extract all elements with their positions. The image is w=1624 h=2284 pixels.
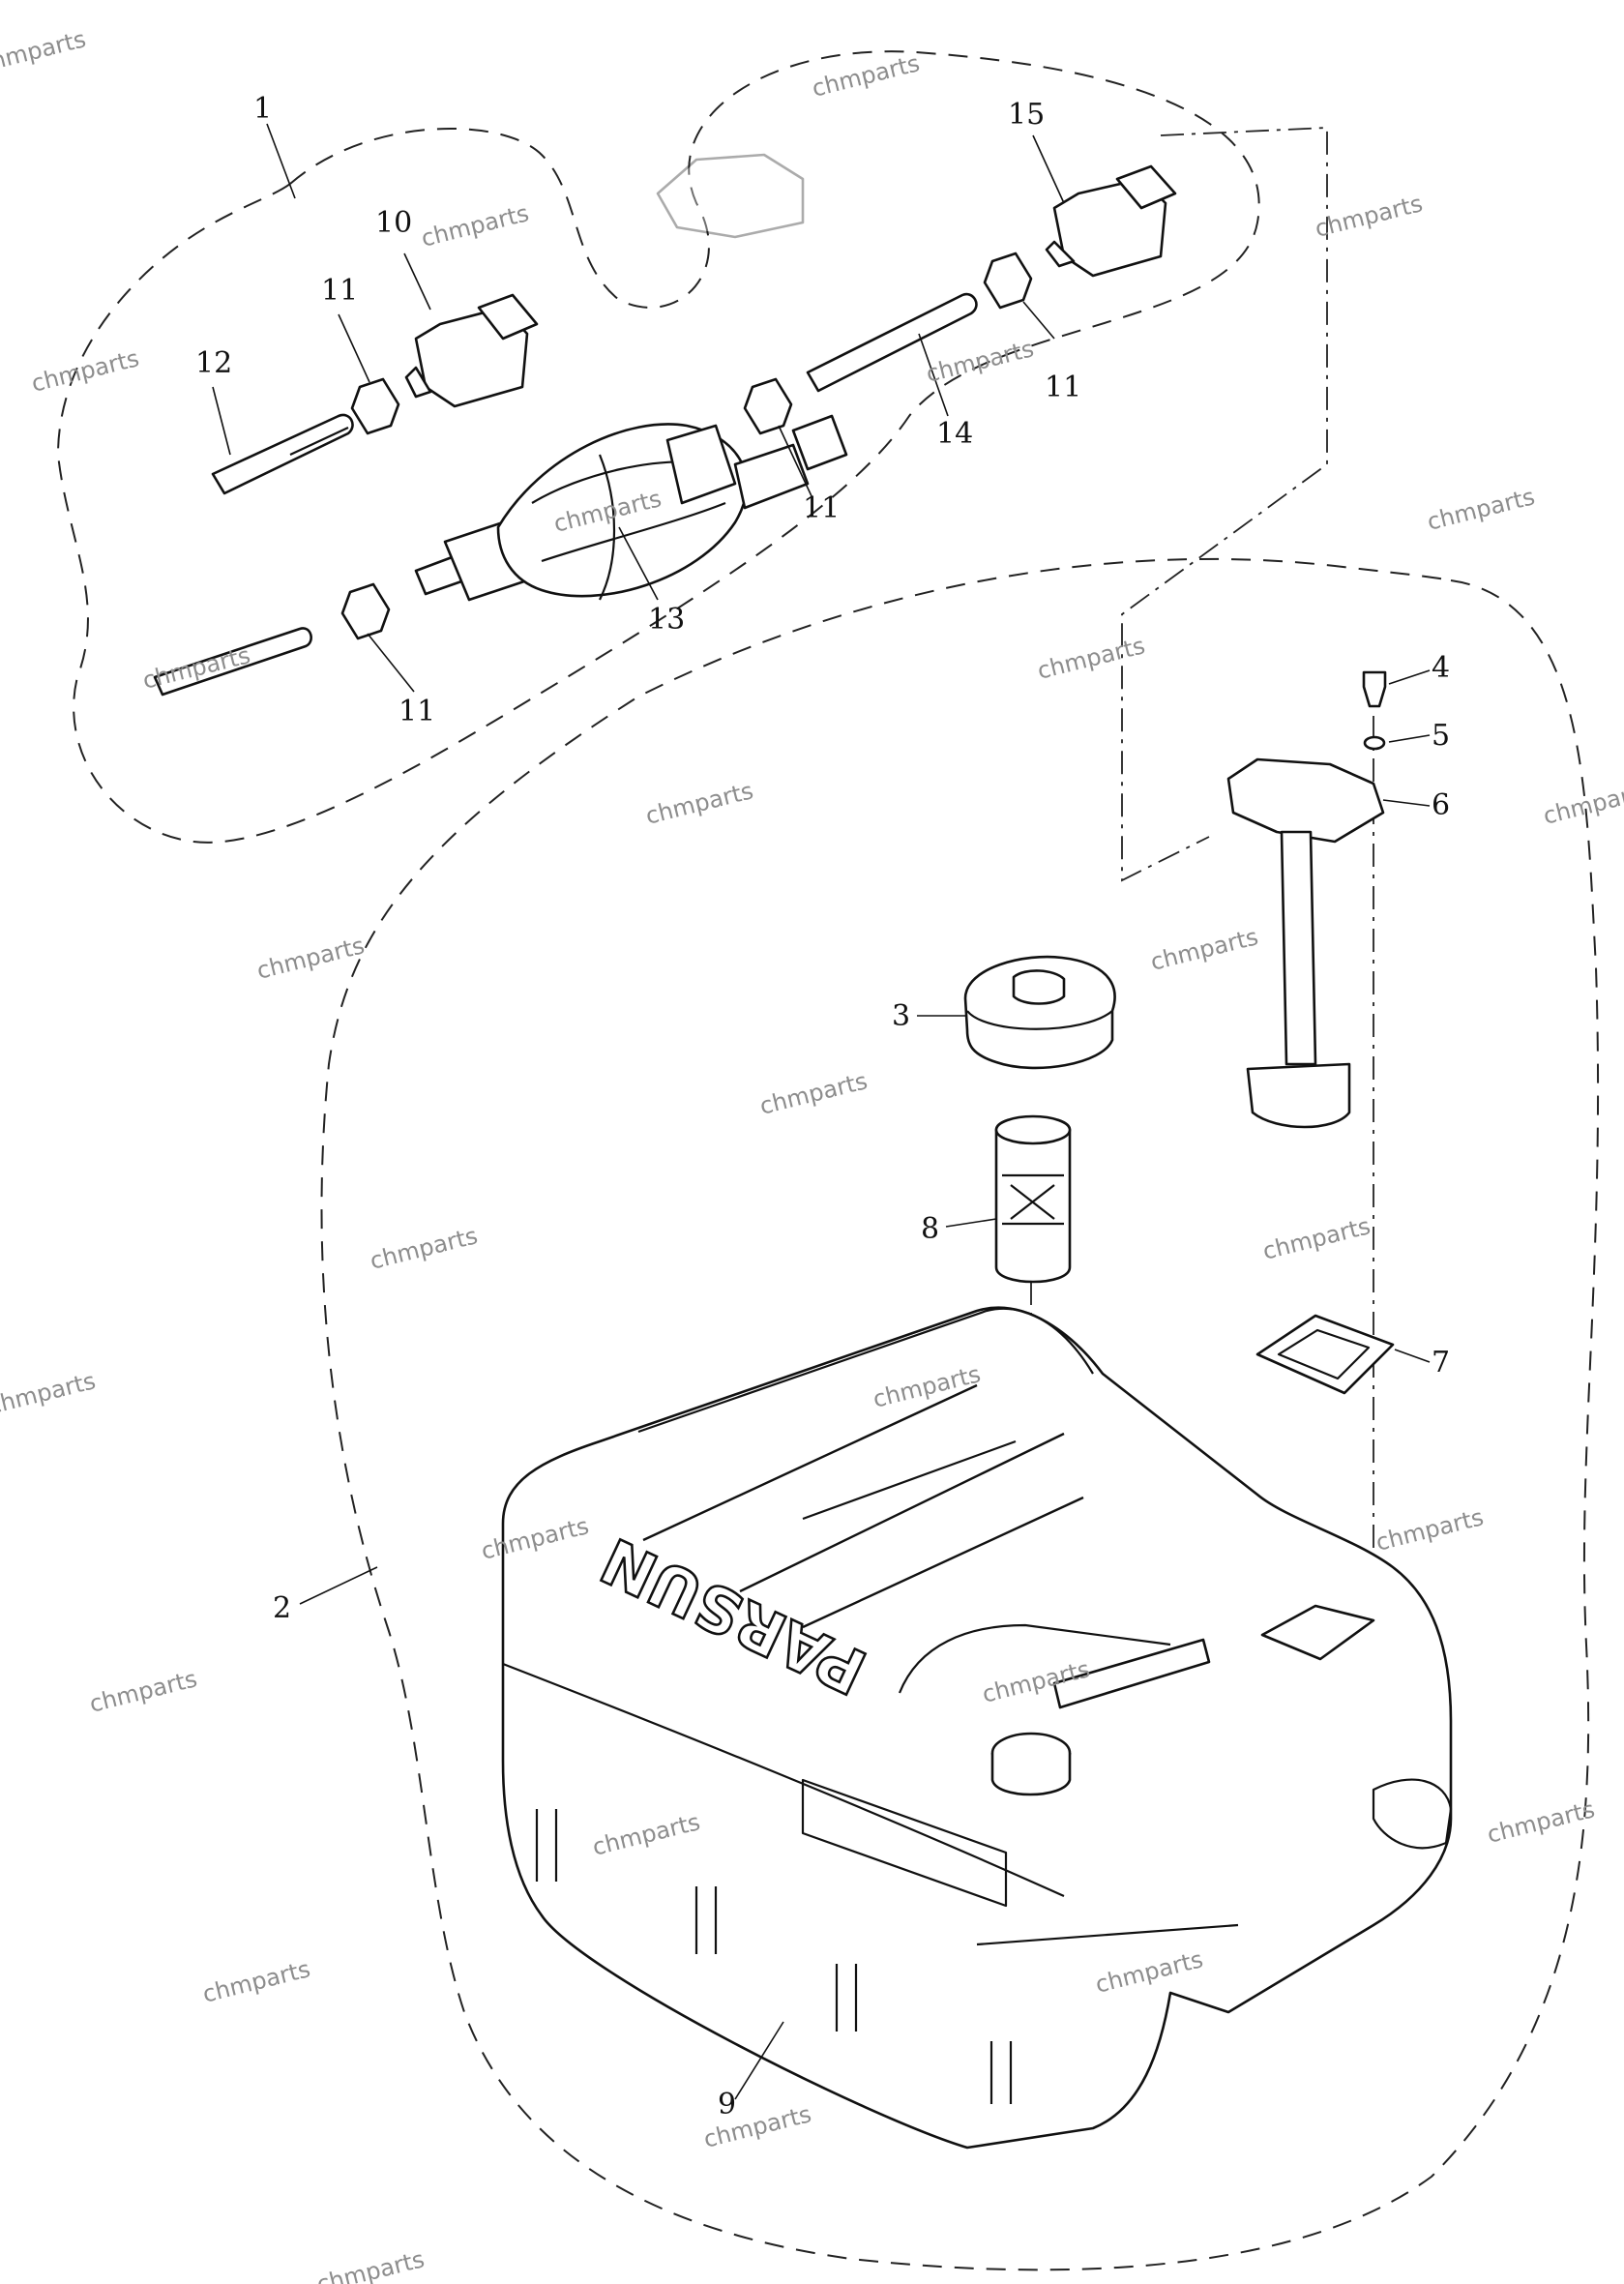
fuel-cap (963, 955, 1116, 1070)
group-outline-fuel-tank (320, 557, 1600, 2271)
callout-labels: 1 10 11 12 11 11 13 11 15 11 14 4 5 6 3 … (195, 92, 1450, 2121)
leader-lines (212, 123, 1431, 2100)
watermark: chmparts (314, 2245, 428, 2284)
watermark: chmparts (1373, 1503, 1487, 1557)
callout-12: 12 (195, 346, 232, 380)
watermark: chmparts (200, 1955, 313, 2008)
watermark: chmparts (0, 25, 89, 78)
callout-3: 3 (892, 999, 910, 1033)
callout-11: 11 (321, 274, 358, 308)
callout-11-lower-left: 11 (399, 695, 435, 728)
watermark: chmparts (419, 199, 532, 252)
callout-13: 13 (648, 603, 685, 637)
watermark: chmparts (1313, 190, 1426, 243)
fuel-connector-15 (1045, 164, 1177, 278)
watermark: chmparts (140, 641, 253, 695)
callout-11-right: 11 (1045, 371, 1081, 404)
watermark: chmparts (1035, 632, 1148, 685)
callout-9: 9 (718, 2088, 736, 2121)
group-outline-fuel-line (56, 50, 1260, 844)
callout-11-bulb: 11 (803, 491, 840, 525)
sealing-washer (1363, 735, 1386, 751)
watermark: chmparts (0, 1367, 99, 1420)
callout-6: 6 (1432, 788, 1450, 822)
fuel-gauge-sender (1226, 757, 1385, 1129)
hose-14 (806, 292, 978, 393)
callout-10: 10 (375, 206, 412, 240)
callout-4: 4 (1432, 651, 1450, 685)
sender-gasket (1255, 1314, 1395, 1395)
assembly-line-fuel-line (1121, 127, 1328, 882)
callout-8: 8 (921, 1212, 939, 1246)
hose-12-lower (153, 627, 312, 697)
fuel-valve-inset (656, 153, 805, 239)
hose-clamp (340, 252, 1033, 640)
callout-15: 15 (1008, 98, 1045, 132)
watermark: chmparts (1260, 1212, 1373, 1265)
watermark: chmparts (924, 335, 1037, 388)
callout-14: 14 (936, 417, 973, 451)
primer-bulb (414, 414, 848, 602)
hose-12 (211, 413, 354, 495)
watermark: chmparts (757, 1067, 871, 1120)
fuel-filter (994, 1114, 1072, 1284)
watermark: chmparts (1485, 1795, 1598, 1849)
watermark: chmparts (1148, 923, 1261, 976)
mounting-screw (1362, 670, 1387, 708)
fuel-connector-10 (404, 293, 539, 408)
callout-7: 7 (1432, 1346, 1450, 1379)
callout-2: 2 (273, 1591, 291, 1625)
callout-5: 5 (1432, 719, 1450, 753)
fuel-tank: PARSUN (501, 1306, 1453, 2150)
watermark: chmparts (1425, 483, 1538, 536)
watermark: chmparts (643, 777, 756, 830)
callout-1: 1 (253, 92, 272, 126)
watermark: chmparts (254, 932, 368, 985)
watermark: chmparts (368, 1222, 481, 1275)
watermark: chmparts (87, 1665, 200, 1718)
